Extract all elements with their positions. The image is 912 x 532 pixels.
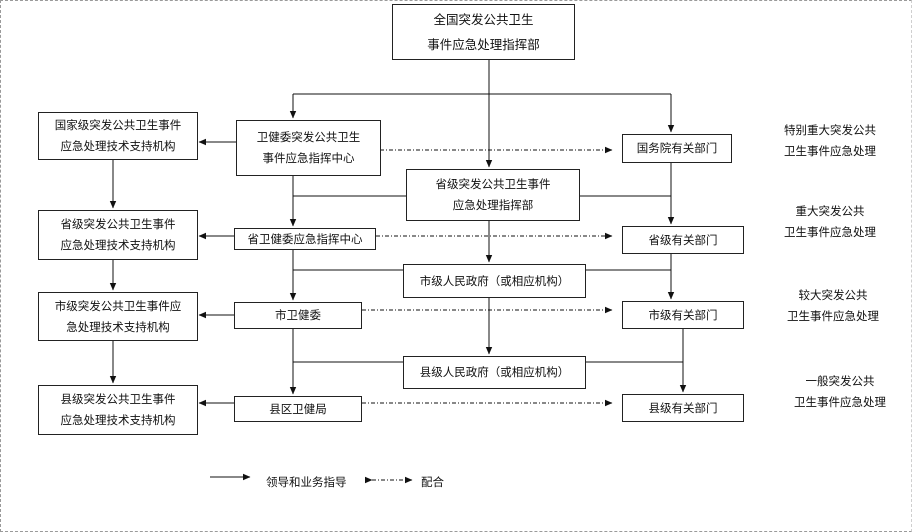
county-gov-label: 县级人民政府（或相应机构） [419,365,570,379]
county-dept-label: 县级有关部门 [648,400,718,415]
provincial-health-label: 省卫健委应急指挥中心 [247,231,363,246]
provincial-tech-box: 省级突发公共卫生事件 应急处理技术支持机构 [38,210,198,260]
level-general-line-2: 卫生事件应急处理 [794,395,886,409]
legend-solid-label: 领导和业务指导 [266,475,347,489]
county-health-label: 县区卫健局 [269,401,327,416]
provincial-command-line-1: 省级突发公共卫生事件 [435,177,551,191]
level-label-major: 重大突发公共 卫生事件应急处理 [765,201,895,243]
provincial-command-line-2: 应急处理指挥部 [452,198,534,212]
county-tech-box: 县级突发公共卫生事件 应急处理技术支持机构 [38,385,198,435]
level-general-line-1: 一般突发公共 [805,374,875,388]
health-command-line-1: 卫健委突发公共卫生 [256,130,361,144]
city-tech-box: 市级突发公共卫生事件应 急处理技术支持机构 [38,292,198,341]
city-tech-line-2: 急处理技术支持机构 [66,319,170,334]
county-gov-box: 县级人民政府（或相应机构） [403,356,586,389]
level-label-general: 一般突发公共 卫生事件应急处理 [775,371,905,413]
state-council-box: 国务院有关部门 [622,134,732,163]
national-tech-line-2: 应急处理技术支持机构 [60,139,176,153]
level-label-especially-major: 特别重大突发公共 卫生事件应急处理 [765,120,895,162]
health-command-box: 卫健委突发公共卫生 事件应急指挥中心 [236,120,381,176]
provincial-tech-line-2: 应急处理技术支持机构 [60,238,176,252]
level-major-line-1: 重大突发公共 [795,204,865,218]
level-major-line-2: 卫生事件应急处理 [784,225,876,239]
city-dept-box: 市级有关部门 [622,301,744,329]
city-health-box: 市卫健委 [234,302,362,329]
provincial-health-box: 省卫健委应急指挥中心 [234,228,376,250]
city-gov-label: 市级人民政府（或相应机构） [419,273,570,288]
city-health-label: 市卫健委 [275,308,321,322]
provincial-command-box: 省级突发公共卫生事件 应急处理指挥部 [406,169,580,221]
level-especially-major-line-1: 特别重大突发公共 [784,123,876,137]
county-tech-line-1: 县级突发公共卫生事件 [60,392,176,406]
health-command-line-2: 事件应急指挥中心 [262,151,355,165]
provincial-dept-box: 省级有关部门 [622,226,744,254]
state-council-label: 国务院有关部门 [636,141,718,155]
provincial-tech-line-1: 省级突发公共卫生事件 [60,217,176,231]
level-larger-line-2: 卫生事件应急处理 [787,309,879,323]
city-gov-box: 市级人民政府（或相应机构） [403,264,586,298]
level-larger-line-1: 较大突发公共 [798,288,868,302]
city-tech-line-1: 市级突发公共卫生事件应 [54,298,182,313]
county-tech-line-2: 应急处理技术支持机构 [60,413,176,427]
city-dept-label: 市级有关部门 [648,307,718,322]
top-command-box: 全国突发公共卫生 事件应急处理指挥部 [392,4,575,60]
legend-dashed-label: 配合 [421,475,444,489]
level-label-larger: 较大突发公共 卫生事件应急处理 [768,285,898,327]
national-tech-line-1: 国家级突发公共卫生事件 [54,118,182,132]
county-health-box: 县区卫健局 [234,396,362,422]
top-command-line-1: 全国突发公共卫生 [433,12,534,27]
county-dept-box: 县级有关部门 [622,394,744,422]
provincial-dept-label: 省级有关部门 [648,232,718,247]
level-especially-major-line-2: 卫生事件应急处理 [784,144,876,158]
national-tech-box: 国家级突发公共卫生事件 应急处理技术支持机构 [38,112,198,160]
top-command-line-2: 事件应急处理指挥部 [427,37,540,52]
